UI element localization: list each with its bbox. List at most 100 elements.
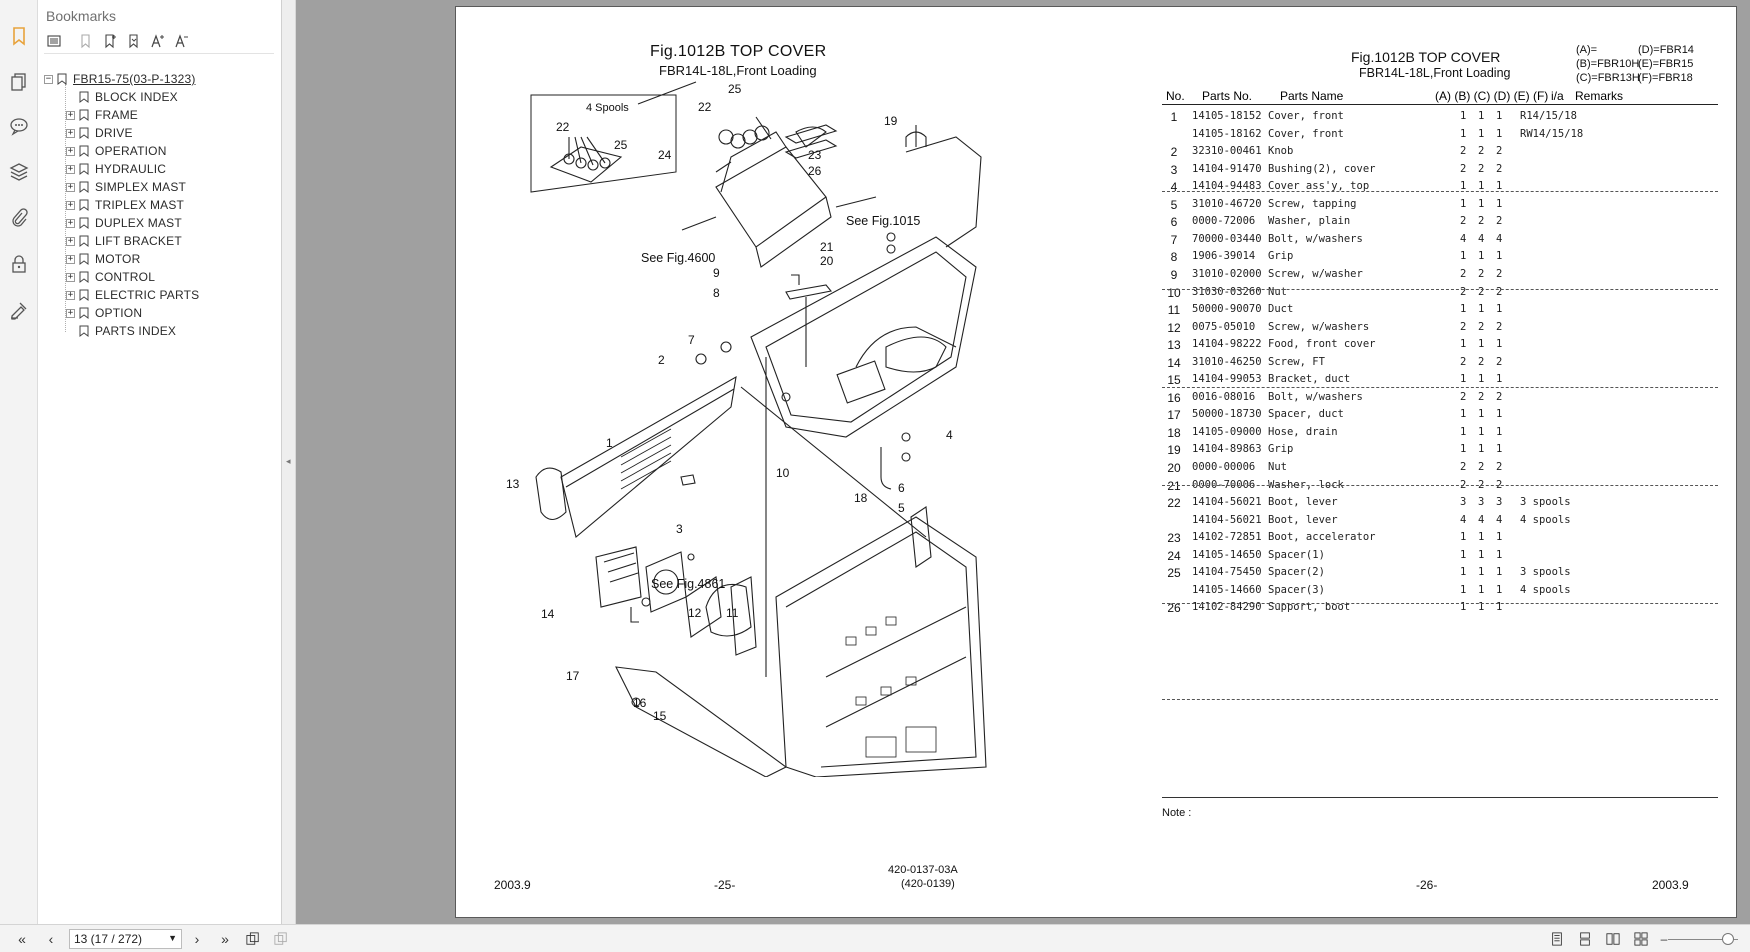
right-page-date: 2003.9	[1652, 878, 1689, 892]
options-menu-icon[interactable]	[44, 31, 64, 51]
bookmark-icon	[79, 325, 89, 337]
cell-no: 22	[1167, 496, 1181, 511]
cell-e: 2	[1478, 478, 1485, 491]
expand-icon[interactable]: +	[66, 235, 75, 246]
bookmark-item[interactable]: +MOTOR	[44, 250, 280, 268]
next-page-icon[interactable]: ›	[194, 931, 200, 947]
bookmark-item[interactable]: +OPTION	[44, 304, 280, 322]
cell-f: 1	[1496, 180, 1503, 193]
cell-name: Spacer, duct	[1268, 408, 1344, 421]
bookmark-item[interactable]: +DUPLEX MAST	[44, 214, 280, 232]
expand-icon[interactable]: +	[66, 163, 75, 174]
page-number-value: 13 (17 / 272)	[74, 932, 143, 946]
cell-e: 2	[1478, 390, 1485, 403]
bookmark-icon	[79, 163, 89, 175]
previous-page-icon[interactable]: ‹	[48, 931, 54, 947]
zoom-out-icon[interactable]: –	[1660, 932, 1668, 946]
cell-d: 2	[1460, 162, 1467, 175]
cell-f: 1	[1496, 373, 1503, 386]
bookmark-icon	[79, 289, 89, 301]
bookmark-item[interactable]: +DRIVE	[44, 124, 280, 142]
expand-icon[interactable]: +	[66, 199, 75, 210]
bookmark-add-icon[interactable]	[100, 31, 120, 51]
text-smaller-icon[interactable]	[172, 31, 192, 51]
bookmark-item[interactable]: +ELECTRIC PARTS	[44, 286, 280, 304]
layers-icon[interactable]	[7, 160, 31, 184]
cell-f: 1	[1496, 127, 1503, 140]
text-larger-icon[interactable]	[148, 31, 168, 51]
cell-f: 1	[1496, 601, 1503, 614]
chevron-down-icon[interactable]: ▼	[168, 933, 177, 943]
bookmark-item[interactable]: +CONTROL	[44, 268, 280, 286]
cell-f: 4	[1496, 232, 1503, 245]
cell-pn: 14104-99053	[1192, 373, 1262, 386]
collapse-icon[interactable]: −	[44, 73, 53, 84]
bookmark-root[interactable]: − FBR15-75(03-P-1323)	[44, 70, 280, 88]
zoom-slider-handle[interactable]	[1722, 933, 1734, 945]
comment-icon[interactable]	[7, 114, 31, 138]
zoom-slider-track[interactable]	[1668, 939, 1738, 940]
signature-icon[interactable]	[7, 298, 31, 322]
bookmark-item[interactable]: +OPERATION	[44, 142, 280, 160]
expand-icon[interactable]: +	[66, 145, 75, 156]
page-number-input[interactable]: 13 (17 / 272) ▼	[69, 929, 182, 949]
expand-icon[interactable]: +	[66, 217, 75, 228]
cell-name: Spacer(1)	[1268, 548, 1325, 561]
new-bookmark-icon[interactable]	[76, 31, 96, 51]
tree-guide-line	[65, 84, 66, 332]
continuous-facing-view-icon[interactable]	[1632, 930, 1650, 948]
bookmark-item[interactable]: +LIFT BRACKET	[44, 232, 280, 250]
bookmark-item[interactable]: +SIMPLEX MAST	[44, 178, 280, 196]
cell-d: 1	[1460, 548, 1467, 561]
last-page-icon[interactable]: »	[221, 931, 229, 947]
cell-pn: 31010-46250	[1192, 355, 1262, 368]
expand-icon[interactable]: +	[66, 181, 75, 192]
expand-icon[interactable]: +	[66, 289, 75, 300]
tree-connector	[66, 327, 75, 336]
cell-d: 2	[1460, 478, 1467, 491]
cell-no: 9	[1170, 267, 1178, 282]
expand-icon[interactable]: +	[66, 109, 75, 120]
left-icon-rail	[0, 0, 38, 924]
bookmark-icon[interactable]	[7, 24, 31, 48]
attachment-icon[interactable]	[7, 206, 31, 230]
cell-d: 1	[1460, 303, 1467, 316]
expand-icon[interactable]: +	[66, 307, 75, 318]
cell-name: Spacer(2)	[1268, 566, 1325, 579]
expand-icon[interactable]: +	[66, 271, 75, 282]
cell-no: 16	[1167, 390, 1181, 405]
cell-pn: 14102-72851	[1192, 531, 1262, 544]
bookmark-expand-icon[interactable]	[124, 31, 144, 51]
facing-view-icon[interactable]	[1604, 930, 1622, 948]
single-page-view-icon[interactable]	[1548, 930, 1566, 948]
bookmark-item[interactable]: BLOCK INDEX	[44, 88, 280, 106]
document-viewer[interactable]: Fig.1012B TOP COVER FBR14L-18L,Front Loa…	[296, 0, 1750, 924]
cell-f: 2	[1496, 285, 1503, 298]
next-view-icon[interactable]	[272, 930, 290, 948]
expand-icon[interactable]: +	[66, 127, 75, 138]
panel-splitter[interactable]: ◂	[282, 0, 296, 924]
header-parts-no: Parts No.	[1202, 89, 1253, 103]
expand-icon[interactable]: +	[66, 253, 75, 264]
cell-e: 1	[1478, 548, 1485, 561]
bookmark-item-label: PARTS INDEX	[95, 324, 177, 338]
bookmark-item[interactable]: + HYDRAULIC	[44, 160, 280, 178]
bookmark-item[interactable]: +FRAME	[44, 106, 280, 124]
bookmark-item-label: HYDRAULIC	[95, 162, 167, 176]
collapse-panel-icon[interactable]: ◂	[286, 456, 291, 466]
bookmark-item[interactable]: PARTS INDEX	[44, 322, 280, 340]
cell-e: 1	[1478, 110, 1485, 122]
first-page-icon[interactable]: «	[18, 931, 26, 947]
cell-no: 5	[1170, 197, 1178, 212]
bookmark-item[interactable]: +TRIPLEX MAST	[44, 196, 280, 214]
continuous-view-icon[interactable]	[1576, 930, 1594, 948]
pages-icon[interactable]	[7, 70, 31, 94]
lock-icon[interactable]	[7, 252, 31, 276]
parts-table-header: No. Parts No. Parts Name (A) (B) (C) (D)…	[1162, 87, 1718, 105]
previous-view-icon[interactable]	[244, 930, 262, 948]
